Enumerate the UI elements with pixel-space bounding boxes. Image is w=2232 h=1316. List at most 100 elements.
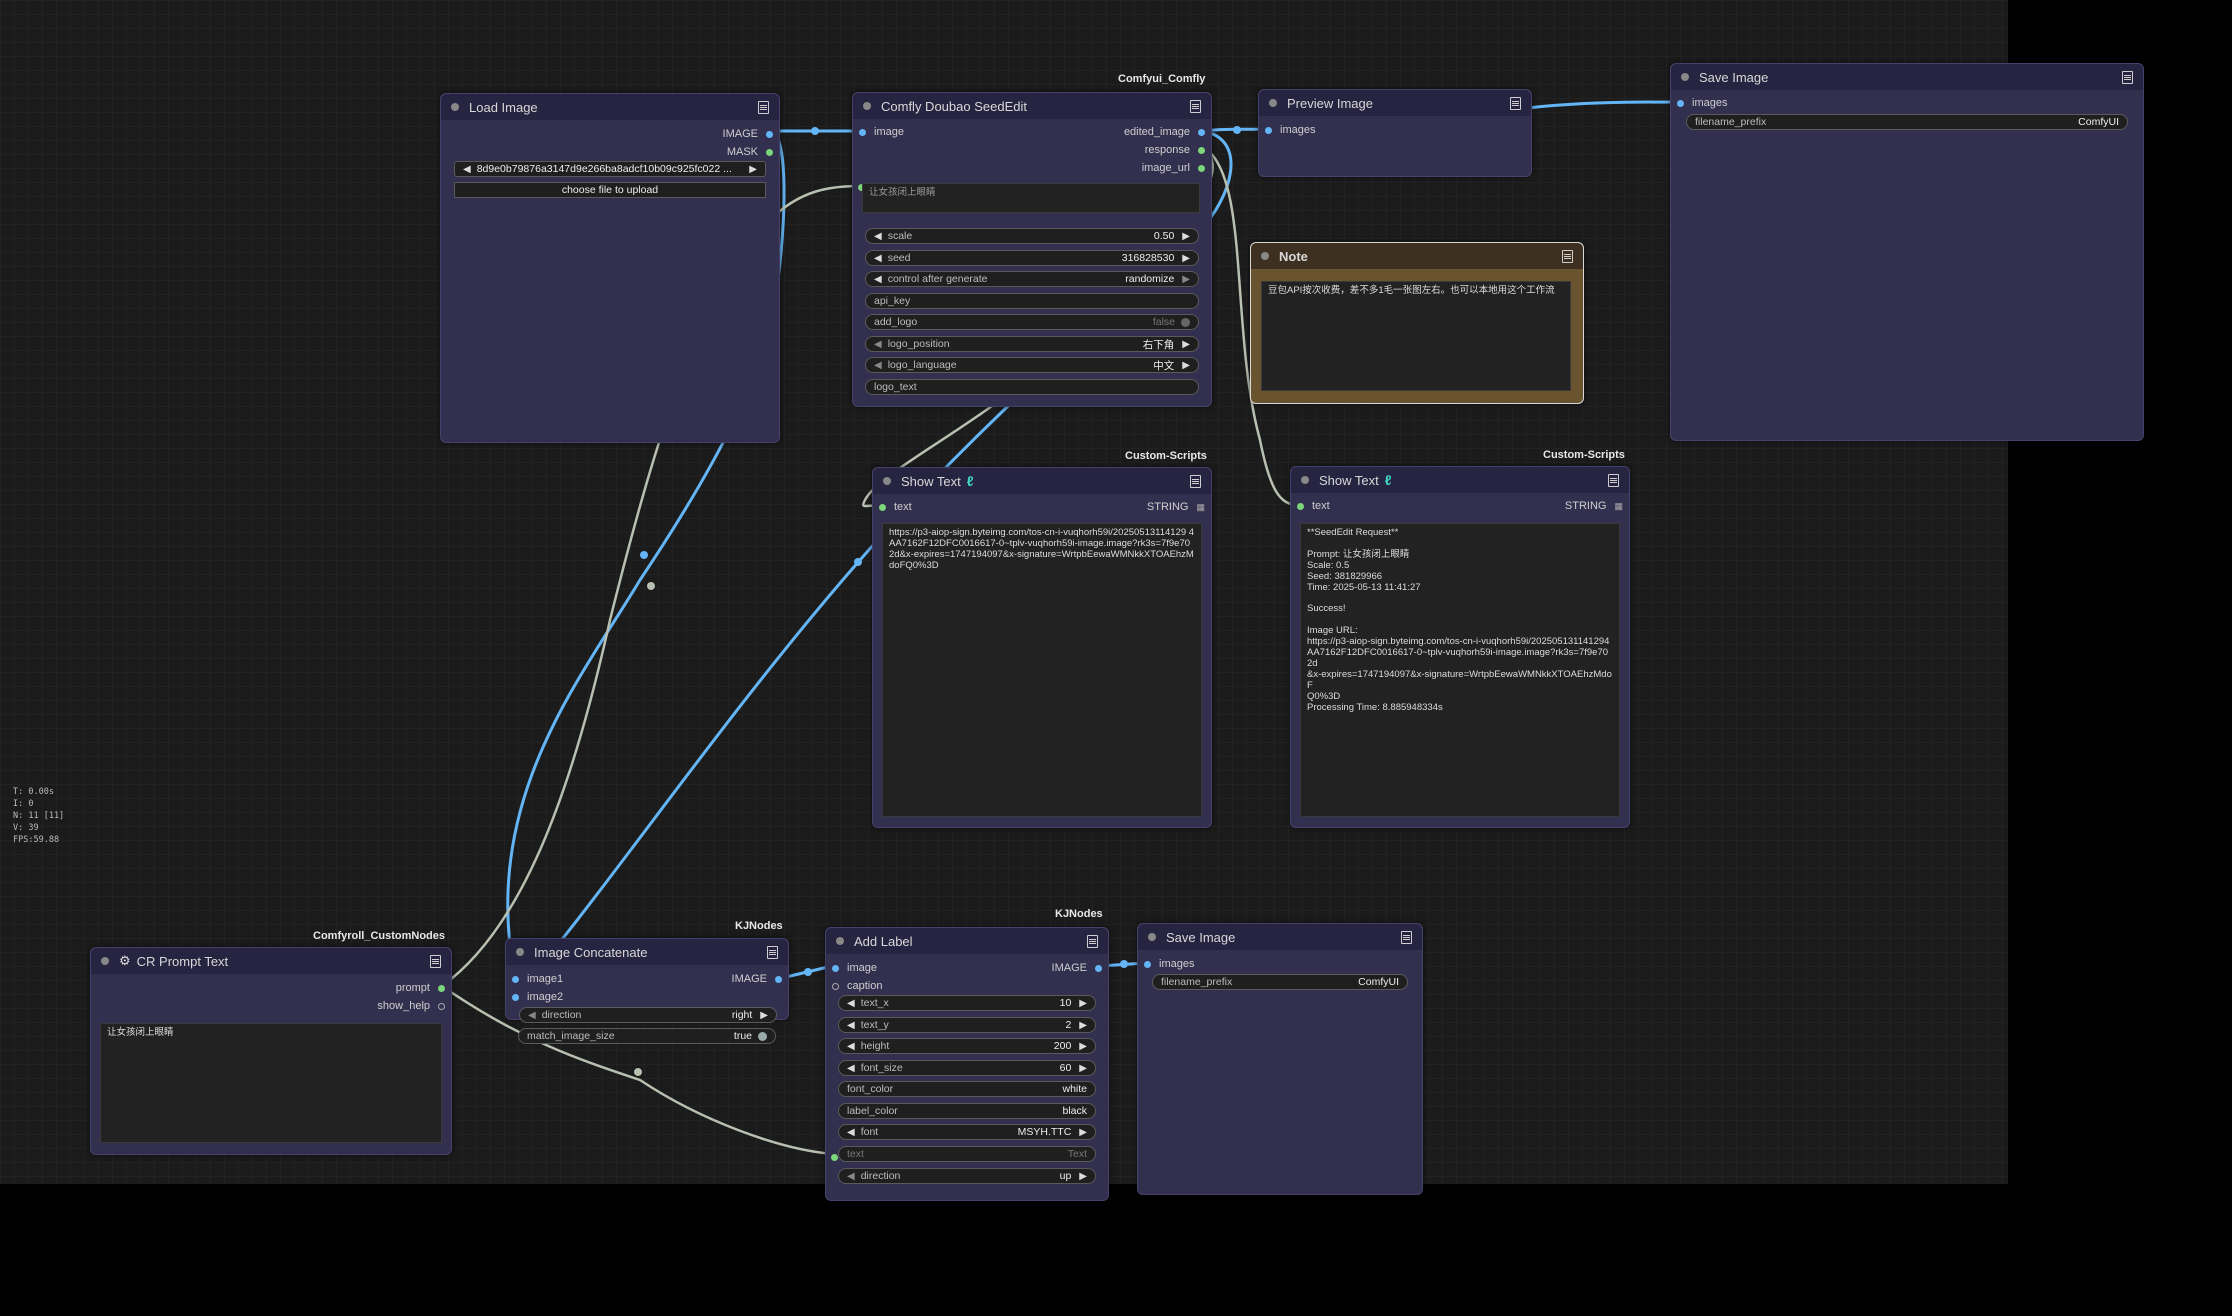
- document-icon[interactable]: [1510, 96, 1521, 110]
- note-node[interactable]: Note 豆包API按次收费，差不多1毛一张图左右。也可以本地用这个工作流: [1250, 242, 1584, 404]
- prompt-textarea[interactable]: 让女孩闭上眼睛: [862, 183, 1200, 213]
- arrow-right-icon[interactable]: ▶: [1079, 1019, 1087, 1031]
- image-concatenate-node[interactable]: Image Concatenate image1 image2 IMAGE ◀d…: [505, 938, 789, 1023]
- document-icon[interactable]: [767, 945, 778, 959]
- collapse-dot[interactable]: [1269, 99, 1277, 107]
- arrow-right-icon[interactable]: ▶: [1182, 230, 1190, 242]
- toggle-knob[interactable]: [758, 1031, 767, 1041]
- output-edited-image[interactable]: edited_image: [1124, 124, 1205, 140]
- image-select[interactable]: ◀ 8d9e0b79876a3147d9e266ba8adcf10b09c925…: [454, 161, 766, 177]
- arrow-right-icon[interactable]: ▶: [1079, 1040, 1087, 1052]
- collapse-dot[interactable]: [1681, 73, 1689, 81]
- node-header[interactable]: Note: [1251, 243, 1583, 269]
- node-header[interactable]: Preview Image: [1259, 90, 1531, 116]
- node-header[interactable]: Image Concatenate: [506, 939, 788, 965]
- arrow-right-icon[interactable]: ▶: [1182, 252, 1190, 264]
- document-icon[interactable]: [1608, 473, 1619, 487]
- collapse-dot[interactable]: [101, 957, 109, 965]
- arrow-left-icon[interactable]: ◀: [874, 252, 882, 264]
- input-pin[interactable]: [1265, 126, 1272, 134]
- load-image-node[interactable]: Load Image IMAGE MASK ◀ 8d9e0b79876a3147…: [440, 93, 780, 443]
- input-pin[interactable]: [879, 503, 886, 511]
- output-pin[interactable]: [438, 1002, 445, 1010]
- input-text[interactable]: text: [879, 499, 912, 515]
- arrow-left-icon[interactable]: ◀: [463, 163, 471, 175]
- input-pin[interactable]: [832, 964, 839, 972]
- arrow-left-icon[interactable]: ◀: [528, 1009, 536, 1021]
- arrow-right-icon[interactable]: ▶: [1079, 1126, 1087, 1138]
- input-pin[interactable]: [859, 128, 866, 136]
- collapse-dot[interactable]: [1148, 933, 1156, 941]
- input-pin[interactable]: [1677, 99, 1684, 107]
- output-string[interactable]: STRING▦: [1147, 499, 1205, 515]
- output-image[interactable]: IMAGE: [732, 971, 782, 987]
- upload-button[interactable]: choose file to upload: [454, 182, 766, 198]
- output-pin[interactable]: [766, 130, 773, 138]
- toggle-knob[interactable]: [1181, 317, 1190, 327]
- arrow-right-icon[interactable]: ▶: [1079, 1062, 1087, 1074]
- node-header[interactable]: Comfly Doubao SeedEdit: [853, 93, 1211, 119]
- input-image1[interactable]: image1: [512, 971, 563, 987]
- node-header[interactable]: ⚙ CR Prompt Text: [91, 948, 451, 974]
- arrow-right-icon[interactable]: ▶: [1079, 1170, 1087, 1182]
- arrow-right-icon[interactable]: ▶: [749, 163, 757, 175]
- output-image[interactable]: IMAGE: [1052, 960, 1102, 976]
- list-icon[interactable]: ▦: [1614, 500, 1623, 511]
- preview-image-node[interactable]: Preview Image images: [1258, 89, 1532, 177]
- output-pin[interactable]: [1198, 128, 1205, 136]
- collapse-dot[interactable]: [1261, 252, 1269, 260]
- input-pin[interactable]: [512, 975, 519, 983]
- output-string[interactable]: STRING▦: [1565, 498, 1623, 514]
- output-pin[interactable]: [438, 984, 445, 992]
- input-text[interactable]: text: [1297, 498, 1330, 514]
- document-icon[interactable]: [430, 954, 441, 968]
- arrow-right-icon[interactable]: ▶: [1182, 273, 1190, 285]
- collapse-dot[interactable]: [883, 477, 891, 485]
- output-response[interactable]: response: [1145, 142, 1205, 158]
- text-display[interactable]: https://p3-aiop-sign.byteimg.com/tos-cn-…: [882, 523, 1202, 817]
- node-header[interactable]: Add Label: [826, 928, 1108, 954]
- input-images[interactable]: images: [1144, 956, 1194, 972]
- arrow-left-icon[interactable]: ◀: [847, 1019, 855, 1031]
- input-images[interactable]: images: [1265, 122, 1315, 138]
- output-pin[interactable]: [766, 148, 773, 156]
- output-pin[interactable]: [1198, 146, 1205, 154]
- output-show-help[interactable]: show_help: [377, 998, 445, 1014]
- arrow-left-icon[interactable]: ◀: [874, 273, 882, 285]
- output-image[interactable]: IMAGE: [723, 126, 773, 142]
- input-pin[interactable]: [512, 993, 519, 1001]
- collapse-dot[interactable]: [863, 102, 871, 110]
- node-header[interactable]: Load Image: [441, 94, 779, 120]
- note-textarea[interactable]: 豆包API按次收费，差不多1毛一张图左右。也可以本地用这个工作流: [1261, 281, 1571, 391]
- document-icon[interactable]: [1401, 930, 1412, 944]
- document-icon[interactable]: [2122, 70, 2133, 84]
- list-icon[interactable]: ▦: [1196, 501, 1205, 512]
- arrow-left-icon[interactable]: ◀: [847, 1126, 855, 1138]
- arrow-left-icon[interactable]: ◀: [874, 359, 882, 371]
- arrow-right-icon[interactable]: ▶: [760, 1009, 768, 1021]
- arrow-right-icon[interactable]: ▶: [1182, 359, 1190, 371]
- seededit-node[interactable]: Comfly Doubao SeedEdit image edited_imag…: [852, 92, 1212, 407]
- input-pin[interactable]: [1297, 502, 1304, 510]
- prompt-input-pin[interactable]: [858, 184, 865, 191]
- input-image[interactable]: image: [859, 124, 904, 140]
